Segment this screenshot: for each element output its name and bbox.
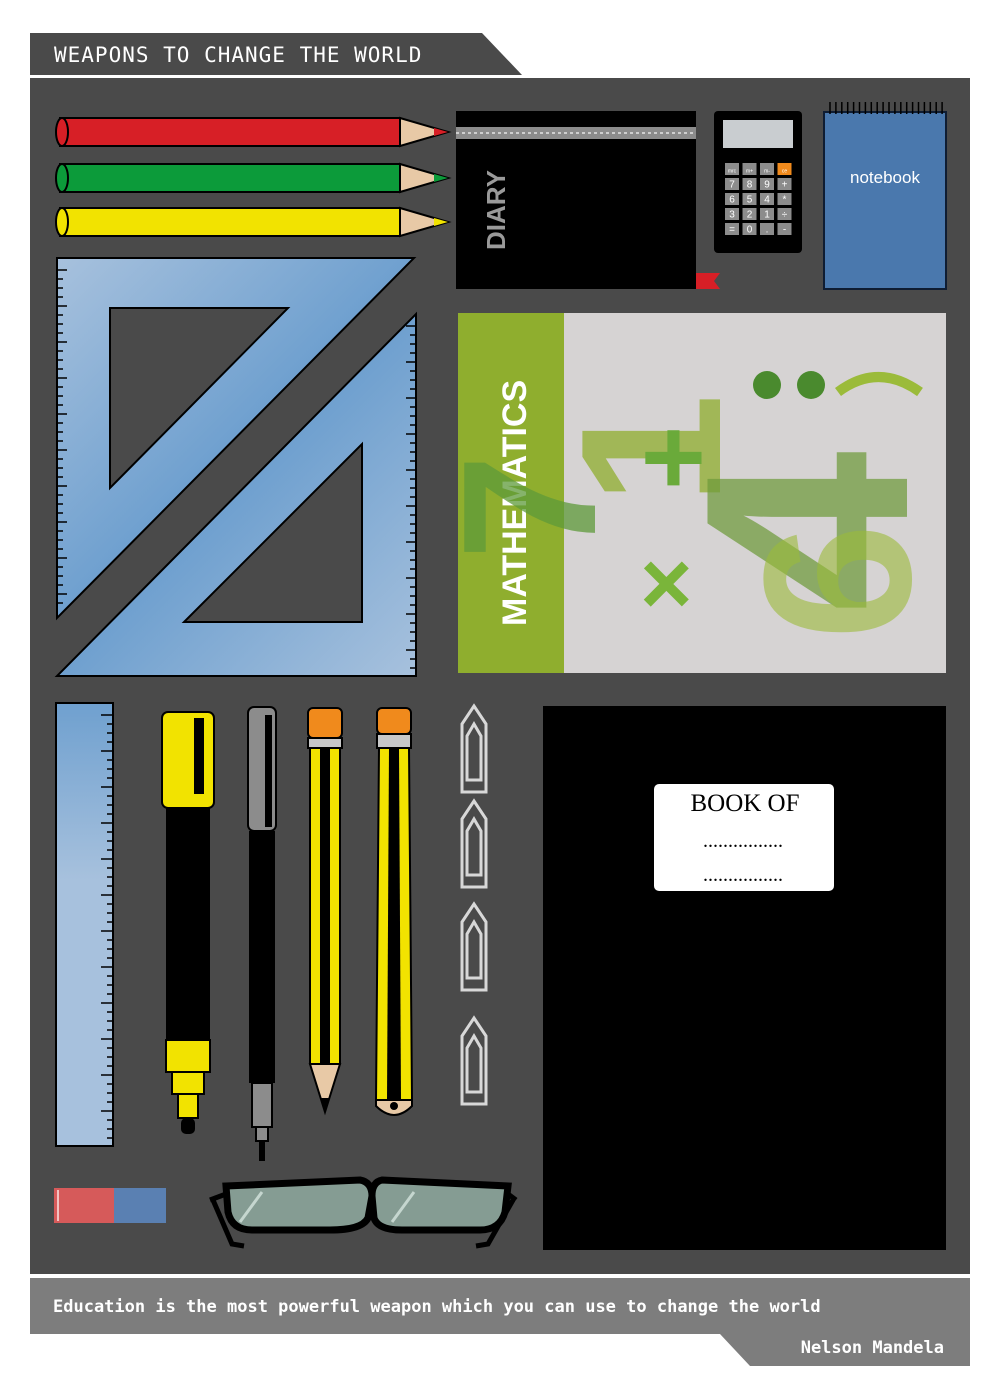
notebook-label: notebook (850, 168, 920, 187)
svg-text:7: 7 (729, 180, 735, 191)
paper-clip (460, 1015, 488, 1106)
math-glyph-plus: + (611, 426, 734, 490)
calculator-key: 8 (742, 178, 757, 191)
svg-text:8: 8 (747, 180, 753, 191)
calculator-key: ce (777, 163, 792, 175)
calculator-key: 2 (742, 208, 757, 221)
math-glyphs: 7 1 4 6 + × (424, 394, 969, 640)
graphite-pencil (374, 707, 414, 1116)
svg-text:ce: ce (782, 169, 788, 175)
math-book-label: MATHEMATICS (496, 380, 534, 626)
calculator-key: ÷ (777, 208, 792, 221)
calculator-key: 5 (742, 193, 757, 206)
math-glyph-one: 1 (540, 394, 763, 505)
svg-text:mrc: mrc (728, 169, 737, 175)
calculator-key: 3 (725, 208, 739, 221)
svg-text:0: 0 (747, 225, 753, 236)
svg-text:.: . (766, 225, 769, 236)
svg-text:3: 3 (729, 210, 735, 221)
svg-text:m+: m+ (746, 169, 753, 175)
highlighter (161, 711, 215, 1134)
svg-text:1: 1 (764, 210, 770, 221)
diary-label: DIARY (481, 170, 511, 250)
calculator-key: m- (760, 163, 774, 175)
paper-clip (460, 901, 488, 992)
svg-text:m-: m- (764, 169, 770, 175)
calculator-key: 4 (760, 193, 774, 206)
svg-text:9: 9 (764, 180, 770, 191)
quote-text: Education is the most powerful weapon wh… (53, 1297, 821, 1317)
page-title: WEAPONS TO CHANGE THE WORLD (54, 43, 422, 67)
mathematics-book: MATHEMATICS 7 1 4 6 + × (424, 313, 969, 673)
green-pencil (55, 162, 452, 194)
svg-text:*: * (783, 195, 787, 206)
svg-text:+: + (782, 180, 788, 191)
svg-text:6: 6 (729, 195, 735, 206)
black-book: BOOK OF ................ ...............… (543, 706, 946, 1250)
calculator-key: - (777, 223, 792, 236)
book-line-1: ................ (703, 830, 783, 852)
paper-clip (460, 798, 488, 889)
quote-author: Nelson Mandela (801, 1338, 944, 1358)
notebook-spiral (829, 102, 943, 114)
svg-text:2: 2 (747, 210, 753, 221)
book-label: BOOK OF (690, 790, 799, 817)
ruler (55, 702, 114, 1147)
calculator-key: m+ (742, 163, 757, 175)
fineliner-pen (247, 706, 277, 1161)
calculator-key: = (725, 223, 739, 236)
notebook: notebook (823, 102, 947, 290)
calculator-key: mrc (725, 163, 739, 175)
eraser (54, 1188, 166, 1223)
paper-clips (460, 703, 488, 1106)
set-square-right (54, 311, 417, 677)
red-pencil (55, 116, 452, 148)
diary: DIARY (456, 111, 720, 289)
calculator-key: 0 (742, 223, 757, 236)
glasses (209, 1176, 518, 1249)
svg-text:4: 4 (764, 195, 770, 206)
calculator-key: . (760, 223, 774, 236)
calculator-key: 7 (725, 178, 739, 191)
svg-text:5: 5 (747, 195, 753, 206)
calculator-key: 1 (760, 208, 774, 221)
svg-text:÷: ÷ (782, 210, 788, 221)
header-tab: WEAPONS TO CHANGE THE WORLD (30, 33, 522, 75)
calculator-key: + (777, 178, 792, 191)
math-dot (753, 371, 781, 399)
calculator-key: 9 (760, 178, 774, 191)
calculator-key: 6 (725, 193, 739, 206)
math-arc (835, 372, 923, 397)
set-square-left (56, 257, 417, 621)
graphite-pencil-sharpened (307, 707, 343, 1116)
math-glyph-seven: 7 (424, 454, 636, 560)
yellow-pencil (55, 206, 452, 238)
math-glyph-times: × (640, 534, 693, 634)
svg-text:-: - (783, 225, 786, 236)
calculator-key: * (777, 193, 792, 206)
paper-clip (460, 703, 488, 794)
math-dot (797, 371, 825, 399)
footer-bar: Education is the most powerful weapon wh… (30, 1278, 970, 1366)
book-line-2: ................ (703, 864, 783, 886)
svg-text:=: = (729, 225, 735, 236)
math-glyph-six: 6 (720, 523, 955, 640)
math-glyph-four: 4 (645, 449, 969, 612)
